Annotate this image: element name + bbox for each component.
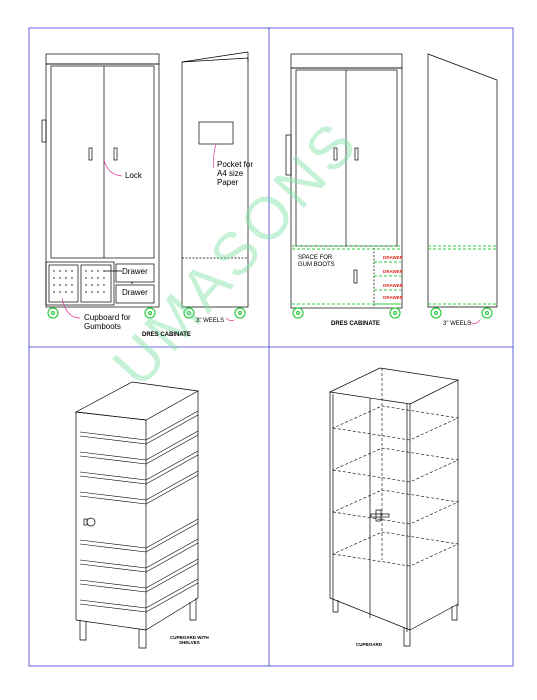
label-cupboard: CUPBOARD [356,642,383,647]
leader-lines-side [212,143,235,322]
side-view-cabinet-2 [427,53,498,308]
wheels-side-2 [430,307,493,319]
label-drawer-red-4: DRAWER [383,295,403,300]
wheels-side [183,307,246,319]
label-drawer-red-1: DRAWER [383,255,403,260]
label-cupboard-gumboots: Cupboard for Gumboots [84,313,131,331]
green-section-lines [292,245,401,305]
vent-dots [53,270,105,293]
label-dres-cabinate-1: DRES CABINATE [142,332,191,338]
lock-icon [83,517,96,527]
shelf-lines [79,410,199,613]
label-dres-cabinate-2: DRES CABINATE [331,321,380,327]
label-cupboard-with-shelves: CUPBOARD WITH SHELVES [170,635,209,645]
label-drawer-red-3: DRAWER [383,283,403,288]
label-weels-2: 3" WEELS [443,321,472,327]
label-space-gum-boots: SPACE FOR GUM BOOTS [298,255,335,268]
isometric-cupboard-with-shelves [74,381,200,649]
leader-line-weels-2 [469,319,481,324]
label-lock: Lock [125,171,142,180]
glass-shelves [331,368,460,567]
wheels-front-2 [292,307,401,319]
wheels-front [47,307,156,319]
label-drawer-1: Drawer [122,267,148,276]
front-view-cabinet [41,53,160,308]
leader-lines-q1 [61,159,123,319]
watermark: UMASONS [100,108,372,399]
isometric-cupboard [328,367,460,647]
label-weels-1: 3" WEELS [196,318,225,324]
front-view-cabinet-2 [285,53,403,309]
label-drawer-red-2: DRAWER [383,269,403,274]
label-pocket: Pocket for A4 size Paper [217,160,254,187]
side-green-lines [428,245,497,305]
label-drawer-2: Drawer [122,288,148,297]
